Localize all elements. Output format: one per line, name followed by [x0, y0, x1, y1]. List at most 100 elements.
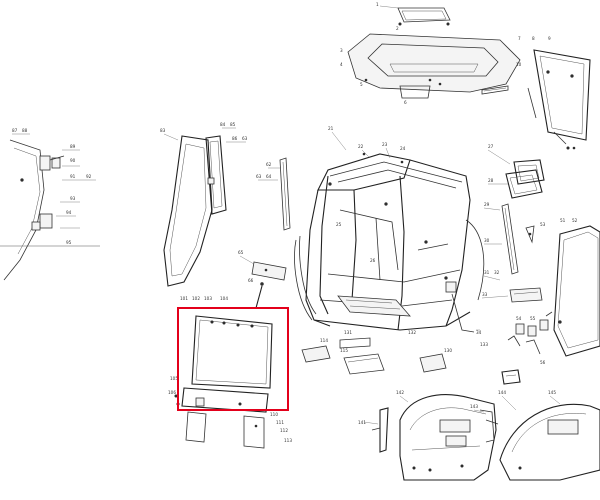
part-label: 23 — [382, 142, 388, 147]
part-label: 29 — [484, 202, 490, 207]
part-label: 95 — [66, 240, 72, 245]
door-latch-set — [507, 311, 553, 355]
part-label: 2 — [396, 26, 399, 31]
roof-hatch — [379, 5, 451, 26]
part-label: 143 — [470, 404, 478, 409]
part-label: 54 — [516, 316, 522, 321]
part-label: 27 — [488, 144, 494, 149]
part-label: 103 — [204, 296, 212, 301]
right-door-bracket — [525, 225, 535, 244]
part-label: 110 — [270, 412, 278, 417]
part-label: 62 — [266, 162, 272, 167]
part-label: 145 — [548, 390, 556, 395]
handle-bracket — [501, 369, 521, 385]
left-door-hinge-assembly — [0, 139, 100, 281]
window-legs — [185, 411, 265, 449]
part-label: 25 — [336, 222, 342, 227]
part-label: 142 — [396, 390, 404, 395]
part-label: 111 — [276, 420, 284, 425]
part-label: 66 — [248, 278, 254, 283]
part-number-labels: 87 88 89 90 91 92 93 94 95 83 84 85 86 6… — [12, 2, 578, 443]
callout-leaders — [12, 127, 561, 425]
part-label: 92 — [86, 174, 92, 179]
part-label: 104 — [220, 296, 228, 301]
small-plate — [339, 337, 371, 349]
part-label: 105 — [170, 376, 178, 381]
rear-window-glass — [533, 49, 591, 141]
part-label: 106 — [168, 390, 176, 395]
part-label: 85 — [230, 122, 236, 127]
roof-trim-strip — [481, 85, 509, 95]
part-label: 133 — [480, 342, 488, 347]
part-label: 10 — [516, 62, 522, 67]
part-label: 112 — [280, 428, 288, 433]
part-label: 114 — [320, 338, 328, 343]
part-label: 94 — [66, 210, 72, 215]
part-label: 90 — [70, 158, 76, 163]
highlighted-window-assembly — [174, 315, 273, 413]
part-label: 102 — [192, 296, 200, 301]
part-label: 5 — [360, 82, 363, 87]
part-label: 141 — [358, 420, 366, 425]
part-label: 3 — [340, 48, 343, 53]
mirror-lower — [505, 169, 543, 199]
right-door-glass — [553, 225, 600, 357]
right-pillar-strip — [501, 203, 519, 275]
part-label: 9 — [548, 36, 551, 41]
part-label: 28 — [488, 178, 494, 183]
part-label: 144 — [498, 390, 506, 395]
part-label: 64 — [266, 174, 272, 179]
floor-mat — [343, 353, 385, 375]
part-label: 31 — [484, 270, 490, 275]
rear-window-strut — [527, 87, 576, 150]
part-label: 88 — [22, 128, 28, 133]
part-label: 130 — [444, 348, 452, 353]
part-label: 84 — [220, 122, 226, 127]
fender-bracket-right — [479, 409, 499, 443]
gas-spring — [255, 282, 264, 309]
part-label: 131 — [344, 330, 352, 335]
part-label: 63 — [242, 136, 248, 141]
mid-bracket-plate — [251, 261, 287, 281]
part-label: 101 — [180, 296, 188, 301]
part-label: 7 — [518, 36, 521, 41]
side-door-frame — [205, 135, 227, 215]
mirror-upper — [513, 159, 545, 185]
highlight-box — [177, 307, 289, 411]
interior-panel — [419, 353, 447, 373]
part-label: 4 — [340, 62, 343, 67]
side-door-glass — [163, 135, 213, 287]
part-label: 21 — [328, 126, 334, 131]
left-fender — [399, 394, 497, 481]
fender-bracket-left — [371, 407, 389, 453]
part-label: 51 — [560, 218, 566, 223]
part-label: 55 — [530, 316, 536, 321]
part-label: 24 — [400, 146, 406, 151]
part-label: 87 — [12, 128, 18, 133]
part-label: 93 — [70, 196, 76, 201]
part-label: 115 — [340, 348, 348, 353]
part-label: 53 — [540, 222, 546, 227]
part-label: 86 — [232, 136, 238, 141]
roof-panel — [347, 33, 521, 99]
part-label: 89 — [70, 144, 76, 149]
part-label: 22 — [358, 144, 364, 149]
part-label: 63 — [256, 174, 262, 179]
part-label: 56 — [540, 360, 546, 365]
part-label: 1 — [376, 2, 379, 7]
right-fender — [499, 403, 600, 481]
part-label: 8 — [532, 36, 535, 41]
part-label: 132 — [408, 330, 416, 335]
part-label: 33 — [482, 292, 488, 297]
part-label: 65 — [238, 250, 244, 255]
part-label: 6 — [404, 100, 407, 105]
part-label: 26 — [370, 258, 376, 263]
part-label: 83 — [160, 128, 166, 133]
part-label: 113 — [284, 438, 292, 443]
part-label: 52 — [572, 218, 578, 223]
lamp-block — [509, 287, 543, 303]
cab-frame — [294, 152, 485, 333]
light-cover — [301, 345, 331, 363]
part-label: 34 — [476, 330, 482, 335]
